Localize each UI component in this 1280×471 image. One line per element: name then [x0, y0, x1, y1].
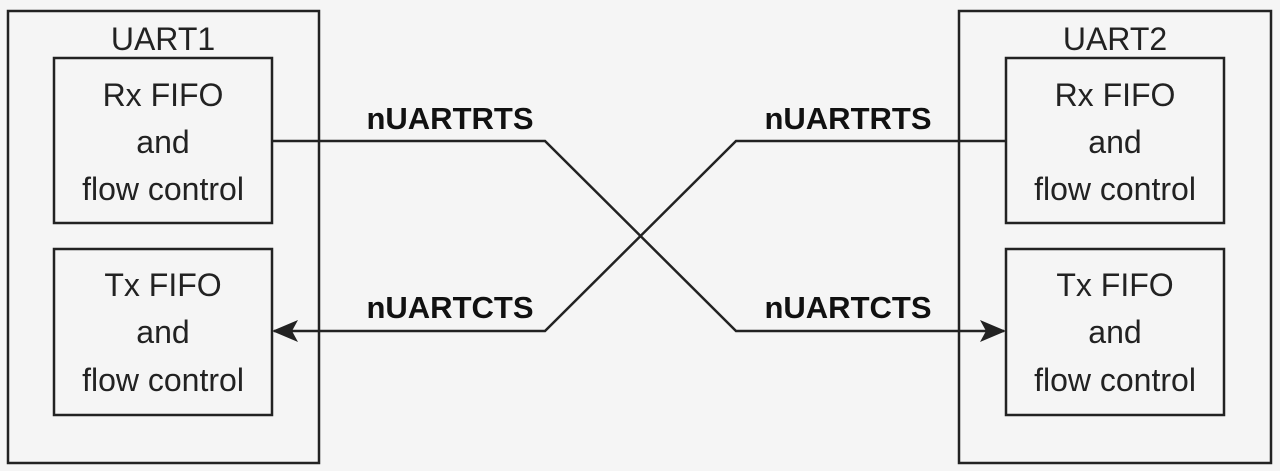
uart1-title: UART1	[111, 21, 215, 57]
uart2-tx-line2: and	[1088, 314, 1141, 350]
uart1-tx-box	[52, 247, 274, 417]
uart1-rx-line2: and	[136, 124, 189, 160]
uart2-block: UART2 Rx FIFO and flow control Tx FIFO a…	[957, 9, 1273, 465]
arrowhead-uart1-cts	[272, 320, 298, 342]
uart2-rx-line1: Rx FIFO	[1055, 77, 1176, 113]
uart1-rx-line3: flow control	[82, 171, 244, 207]
wire-uart2-rts-to-uart1-cts	[274, 139, 1006, 333]
signal-label-left-cts: nUARTCTS	[366, 290, 533, 325]
uart2-tx-box	[1004, 247, 1226, 417]
signal-labels: nUARTRTS nUARTCTS nUARTRTS nUARTCTS	[366, 101, 931, 325]
uart2-outer-box	[957, 9, 1273, 465]
arrowhead-uart2-cts	[980, 320, 1006, 342]
uart1-tx-line1: Tx FIFO	[104, 267, 221, 303]
uart2-tx-line1: Tx FIFO	[1056, 267, 1173, 303]
signal-label-right-cts: nUARTCTS	[764, 290, 931, 325]
uart1-block: UART1 Rx FIFO and flow control Tx FIFO a…	[6, 9, 321, 465]
uart1-rx-line1: Rx FIFO	[103, 77, 224, 113]
signal-wires	[272, 139, 1006, 342]
uart1-outer-box	[6, 9, 321, 465]
uart2-tx-line3: flow control	[1034, 362, 1196, 398]
uart2-title: UART2	[1063, 21, 1167, 57]
signal-label-right-rts: nUARTRTS	[764, 101, 931, 136]
signal-label-left-rts: nUARTRTS	[366, 101, 533, 136]
uart2-rx-line3: flow control	[1034, 171, 1196, 207]
uart1-tx-line2: and	[136, 314, 189, 350]
uart2-rx-line2: and	[1088, 124, 1141, 160]
uart1-tx-line3: flow control	[82, 362, 244, 398]
